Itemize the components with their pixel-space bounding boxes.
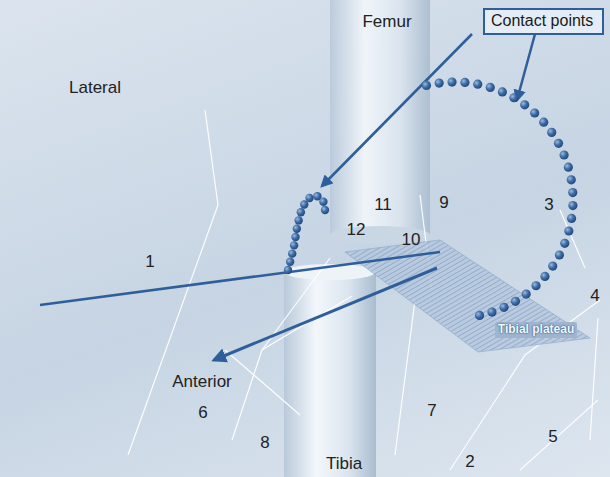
- contact-point-dot: [568, 188, 577, 197]
- tibia-shaft: [284, 272, 376, 477]
- contact-point-dot: [291, 233, 299, 241]
- contact-point-dot: [531, 281, 540, 290]
- contact-point-dot: [499, 303, 508, 312]
- contact-point-dot: [460, 78, 469, 87]
- contact-point-dot: [559, 150, 568, 159]
- contact-point-dot: [520, 100, 529, 109]
- contact-point-dot: [564, 226, 573, 235]
- contact-point-dot: [554, 139, 563, 148]
- callout-number: 3: [544, 196, 553, 215]
- callout-number: 2: [465, 453, 474, 472]
- axis-line: [40, 252, 440, 305]
- callout-box: Contact points: [483, 8, 604, 35]
- direction-label: Femur: [362, 13, 411, 32]
- contact-point-dot: [547, 128, 556, 137]
- contact-point-dot: [475, 311, 484, 320]
- contact-point-dot: [422, 81, 431, 90]
- direction-label: Tibia: [326, 455, 362, 474]
- contact-point-dot: [486, 83, 495, 92]
- callout-number: 5: [548, 428, 557, 447]
- plane-outline: [225, 350, 300, 415]
- contact-point-dot: [473, 80, 482, 89]
- direction-label: Lateral: [69, 79, 121, 98]
- plane-outline: [395, 300, 415, 455]
- leader-arrow: [517, 34, 535, 100]
- contact-point-dot: [530, 108, 539, 117]
- contact-point-dot: [286, 258, 294, 266]
- contact-point-dot: [540, 272, 549, 281]
- plane-outline: [232, 296, 352, 440]
- contact-point-dot: [294, 216, 302, 224]
- leader-arrow: [322, 34, 472, 186]
- contact-point-dot: [300, 200, 308, 208]
- contact-point-dot: [290, 241, 298, 249]
- contact-point-dot: [447, 77, 456, 86]
- contact-point-dot: [288, 249, 296, 257]
- contact-point-dot: [498, 87, 507, 96]
- contact-point-dot: [567, 214, 576, 223]
- contact-point-dot: [284, 266, 292, 274]
- femur-shaft: [330, 0, 430, 235]
- callout-number: 6: [198, 404, 207, 423]
- tibial-plateau: [345, 240, 590, 352]
- callout-text: Contact points: [491, 12, 596, 30]
- anterior-arrow: [214, 268, 437, 360]
- callout-number: 12: [347, 221, 366, 240]
- contact-point-dot: [539, 118, 548, 127]
- contact-point-dot: [522, 290, 531, 299]
- contact-point-dot: [555, 250, 564, 259]
- contact-point-dot: [293, 224, 301, 232]
- contact-point-dot: [305, 194, 313, 202]
- callout-number: 1: [145, 253, 154, 272]
- plane-outline: [560, 210, 585, 268]
- plane-outline: [590, 318, 598, 440]
- contact-point-dot: [487, 307, 496, 316]
- contact-point-dot: [567, 175, 576, 184]
- contact-point-dot: [511, 297, 520, 306]
- contact-point-dot: [321, 206, 329, 214]
- contact-point-dots: [284, 77, 578, 320]
- callout-number: 11: [374, 196, 392, 215]
- callout-number: 9: [439, 194, 448, 213]
- hook-guide: [288, 196, 325, 270]
- callout-number: 10: [402, 231, 421, 250]
- callout-number: 7: [427, 402, 436, 421]
- callout-number: 4: [590, 287, 599, 306]
- contact-point-dot: [509, 93, 518, 102]
- plane-outline: [520, 400, 598, 470]
- contact-point-dot: [564, 163, 573, 172]
- contact-point-dot: [548, 262, 557, 271]
- contact-point-dot: [568, 201, 577, 210]
- contact-point-dot: [319, 198, 327, 206]
- contact-point-dot: [435, 78, 444, 87]
- contact-point-dot: [297, 208, 305, 216]
- part-label: Tibial plateau: [495, 322, 577, 337]
- callout-number: 8: [260, 434, 269, 453]
- reference-planes: [128, 110, 600, 470]
- contact-point-dot: [560, 239, 569, 248]
- direction-label: Anterior: [172, 373, 232, 392]
